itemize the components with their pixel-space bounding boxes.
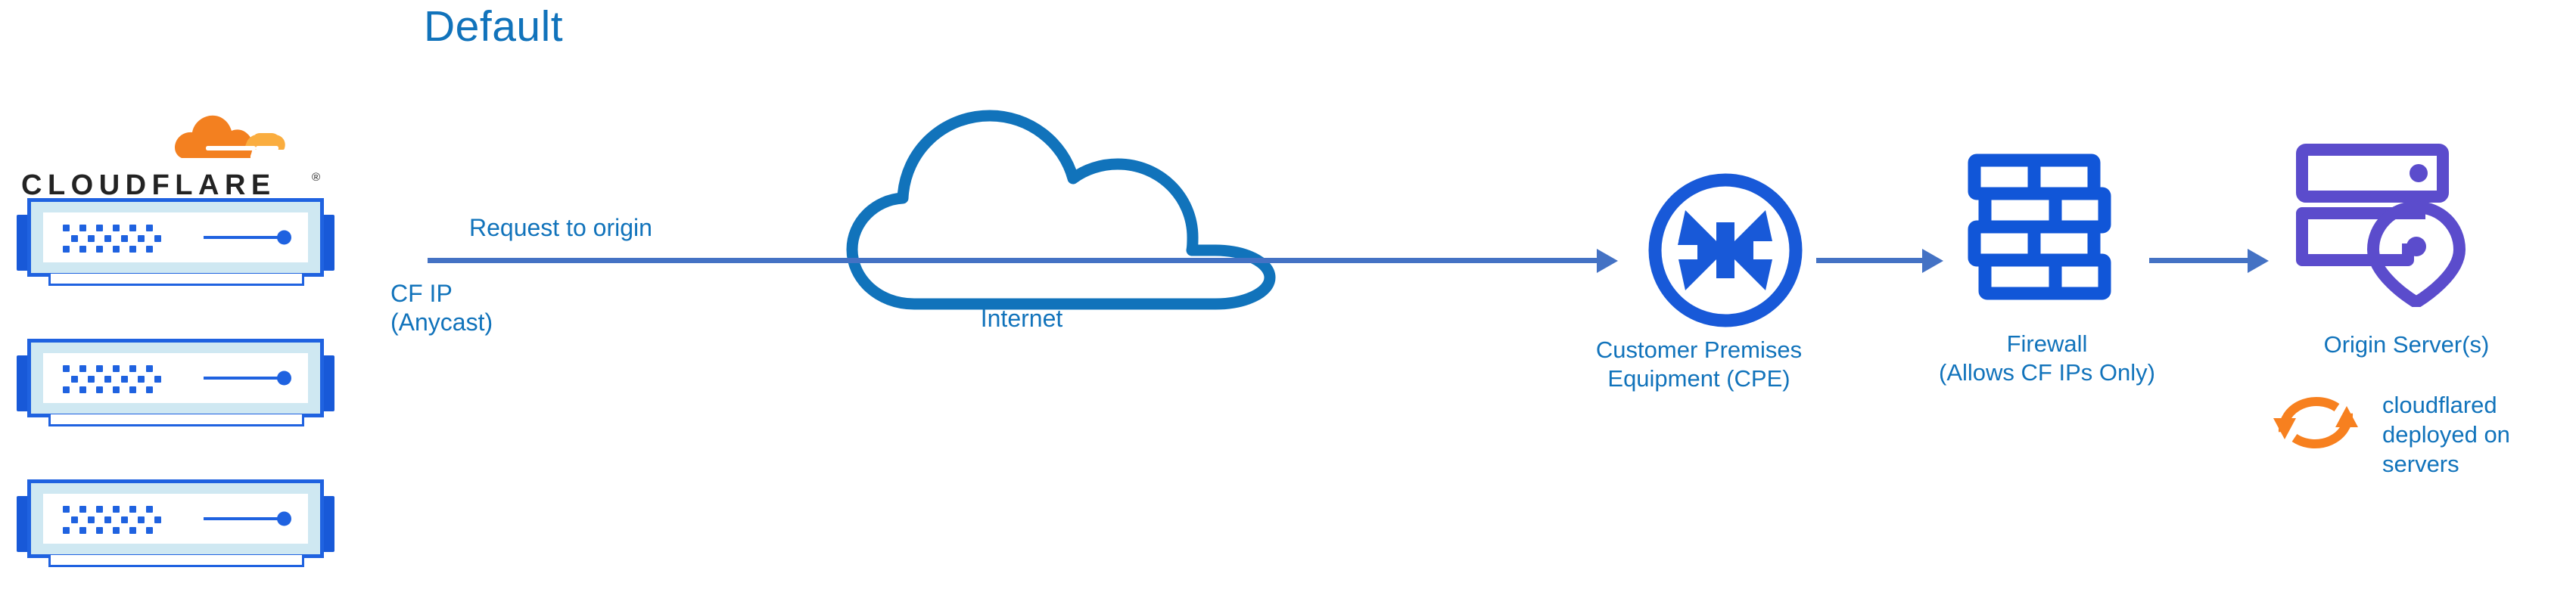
- label-cloudflared-deployed: cloudflared deployed on servers: [2382, 392, 2510, 477]
- arrowhead-icon: [1597, 249, 1618, 273]
- cloudflare-cloud-icon: [174, 115, 285, 158]
- server-power-led-icon: [277, 371, 291, 386]
- cloudflare-edge-server-2: [17, 339, 334, 428]
- server-rack-pin-icon: [2296, 144, 2466, 307]
- server-base: [48, 274, 304, 286]
- cloudflare-edge-server-3: [17, 479, 334, 569]
- brick-wall-icon: [1968, 154, 2111, 300]
- server-base: [48, 414, 304, 426]
- cloudflare-wordmark: CLOUDFLARE: [21, 169, 276, 201]
- server-chassis: [27, 198, 324, 277]
- label-firewall: Firewall (Allows CF IPs Only): [1939, 330, 2155, 386]
- server-port-grid-icon: [63, 222, 171, 253]
- server-front-panel: [43, 494, 308, 544]
- label-cf-ip: CF IP (Anycast): [390, 280, 493, 336]
- connector-edge-to-cpe: [428, 258, 1608, 263]
- server-power-led-icon: [277, 511, 291, 526]
- label-internet: Internet: [980, 305, 1063, 332]
- cloudflare-edge-server-1: [17, 198, 334, 287]
- label-request-to-origin: Request to origin: [469, 214, 652, 241]
- router-icon: [1648, 173, 1803, 327]
- server-port-grid-icon: [63, 362, 171, 394]
- server-power-led-icon: [277, 230, 291, 245]
- arrowhead-icon: [2248, 249, 2269, 273]
- label-cpe: Customer Premises Equipment (CPE): [1595, 336, 1803, 392]
- server-base: [48, 555, 304, 567]
- registered-trademark-icon: ®: [312, 171, 321, 184]
- connector-cpe-to-firewall: [1816, 258, 1930, 263]
- server-front-panel: [43, 212, 308, 262]
- cloud-outline-icon: [846, 110, 1276, 310]
- server-indicator-bar-icon: [204, 517, 284, 520]
- sync-arrows-icon: [2273, 397, 2358, 448]
- cloudflare-logo: CLOUDFLARE ®: [21, 106, 339, 212]
- server-chassis: [27, 339, 324, 417]
- connector-firewall-to-origin: [2149, 258, 2255, 263]
- server-chassis: [27, 479, 324, 558]
- server-port-grid-icon: [63, 503, 171, 535]
- server-indicator-bar-icon: [204, 236, 284, 239]
- arrowhead-icon: [1922, 249, 1943, 273]
- page-title: Default: [424, 2, 564, 51]
- server-front-panel: [43, 353, 308, 403]
- server-indicator-bar-icon: [204, 377, 284, 380]
- label-origin-server: Origin Server(s): [2323, 331, 2490, 358]
